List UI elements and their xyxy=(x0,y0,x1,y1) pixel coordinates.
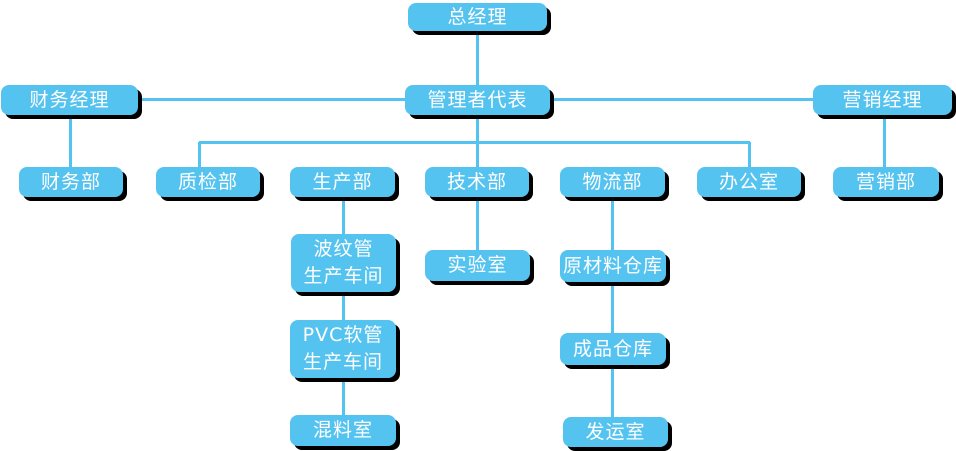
org-node-shipping-room: 发运室 xyxy=(563,417,668,447)
org-node-mixing-room: 混料室 xyxy=(290,415,396,446)
connector-gm-to-rep xyxy=(475,30,479,86)
org-node-raw-material-warehouse: 原材料仓库 xyxy=(560,250,666,282)
org-node-marketing-dept: 营销部 xyxy=(833,167,939,197)
connector-finance-mgr-to-dept xyxy=(68,114,72,168)
org-node-finished-goods-warehouse: 成品仓库 xyxy=(560,333,666,365)
org-node-technical-dept: 技术部 xyxy=(425,167,529,197)
org-node-marketing-manager: 营销经理 xyxy=(813,85,952,115)
connector-rail-to-quality xyxy=(197,142,201,168)
connector-row3-rail xyxy=(199,140,750,144)
org-node-general-manager: 总经理 xyxy=(408,3,547,31)
org-node-finance-dept: 财务部 xyxy=(19,167,123,197)
connector-logistics-to-rawmaterial xyxy=(610,196,614,251)
connector-finished-to-shipping xyxy=(610,364,614,418)
connector-pvc-to-mixing xyxy=(341,377,345,416)
org-node-office: 办公室 xyxy=(697,167,801,197)
org-node-laboratory: 实验室 xyxy=(425,250,530,281)
org-node-corrugated-pipe-workshop: 波纹管 生产车间 xyxy=(291,234,396,292)
org-node-quality-inspection-dept: 质检部 xyxy=(156,167,260,197)
connector-rawmaterial-to-finished xyxy=(610,281,614,334)
org-node-pvc-hose-workshop: PVC软管 生产车间 xyxy=(290,320,396,378)
connector-marketing-mgr-to-dept xyxy=(882,114,886,168)
org-node-logistics-dept: 物流部 xyxy=(560,167,665,197)
connector-production-to-corrugated xyxy=(341,196,345,235)
connector-rail-to-office xyxy=(747,142,751,168)
org-node-production-dept: 生产部 xyxy=(290,167,395,197)
connector-corrugated-to-pvc xyxy=(341,291,345,321)
org-node-finance-manager: 财务经理 xyxy=(1,85,138,115)
org-node-management-representative: 管理者代表 xyxy=(405,85,550,115)
connector-technical-to-laboratory xyxy=(475,196,479,251)
